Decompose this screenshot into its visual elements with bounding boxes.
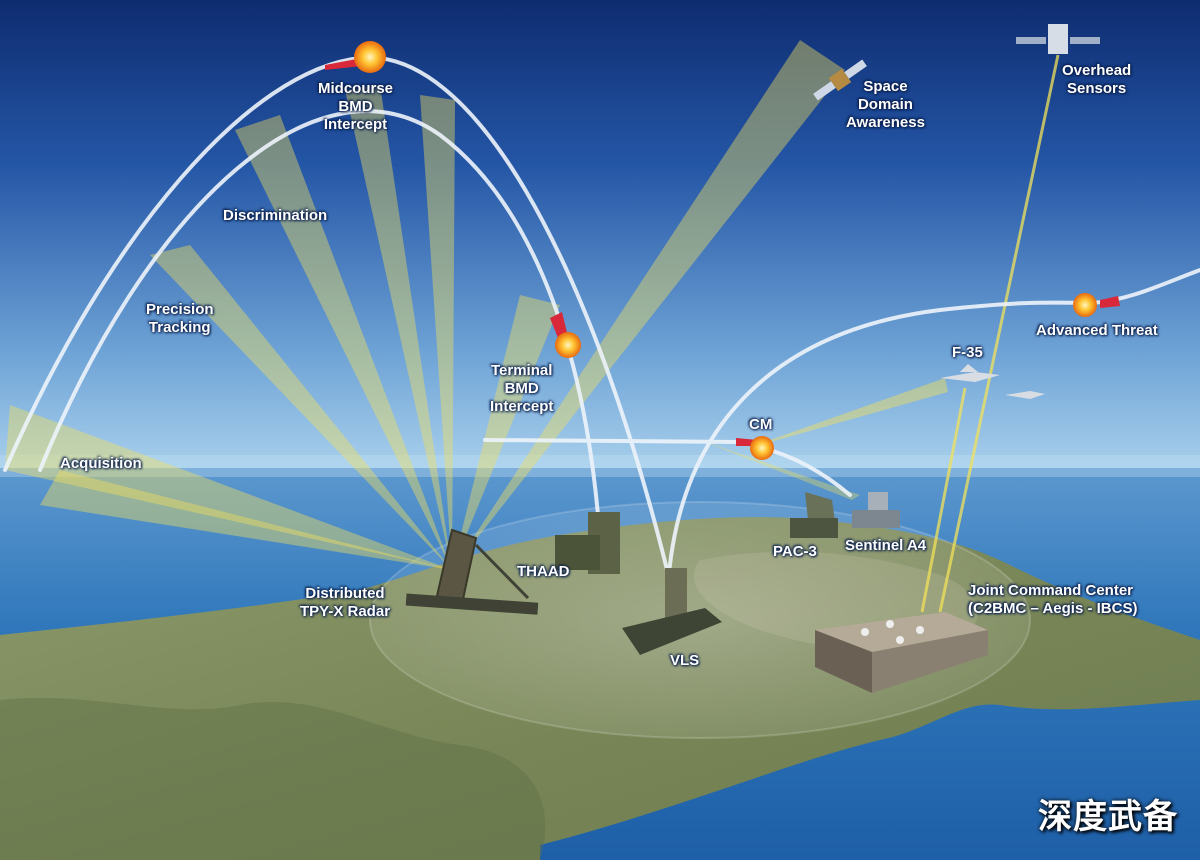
horizon-haze — [0, 455, 1200, 477]
fighter-jet-icon — [940, 364, 1045, 399]
launcher-icon — [555, 512, 620, 574]
label-terminal: Terminal BMD Intercept — [490, 362, 554, 415]
advanced-threat-trajectory — [666, 268, 1200, 587]
radar-icon — [405, 528, 539, 615]
vls-icon — [622, 568, 722, 655]
f35-cm-beam — [742, 378, 948, 450]
label-space-domain: Space Domain Awareness — [846, 78, 925, 131]
label-f35: F-35 — [952, 344, 983, 361]
cm-trajectory — [483, 438, 742, 444]
label-vls: VLS — [670, 652, 700, 669]
label-pac3: PAC-3 — [773, 543, 817, 560]
radar-beams — [5, 40, 845, 570]
label-precision-tracking: Precision Tracking — [146, 301, 214, 336]
label-cm: CM — [749, 416, 773, 433]
label-advanced-threat: Advanced Threat — [1036, 322, 1158, 339]
label-midcourse: Midcourse BMD Intercept — [318, 80, 394, 133]
label-radar: Distributed TPY-X Radar — [300, 585, 391, 620]
command-center-icon — [815, 612, 988, 693]
label-acquisition: Acquisition — [60, 455, 142, 472]
watermark: 深度武备 — [1038, 797, 1178, 837]
sentinel-cm-beam — [700, 440, 860, 500]
pac3-icon — [790, 492, 838, 538]
satellite-icon — [813, 24, 1100, 101]
label-thaad: THAAD — [517, 563, 570, 580]
label-sentinel: Sentinel A4 — [845, 537, 927, 554]
sentinel-icon — [852, 492, 900, 528]
label-joint-command-center: Joint Command Center (C2BMC – Aegis - IB… — [968, 582, 1138, 617]
label-overhead-sensors: Overhead Sensors — [1062, 62, 1132, 97]
label-discrimination: Discrimination — [223, 207, 328, 224]
sky — [0, 0, 1200, 470]
explosion-icon — [354, 41, 1097, 460]
sensor-links — [920, 54, 1060, 613]
island-shading — [0, 697, 546, 860]
